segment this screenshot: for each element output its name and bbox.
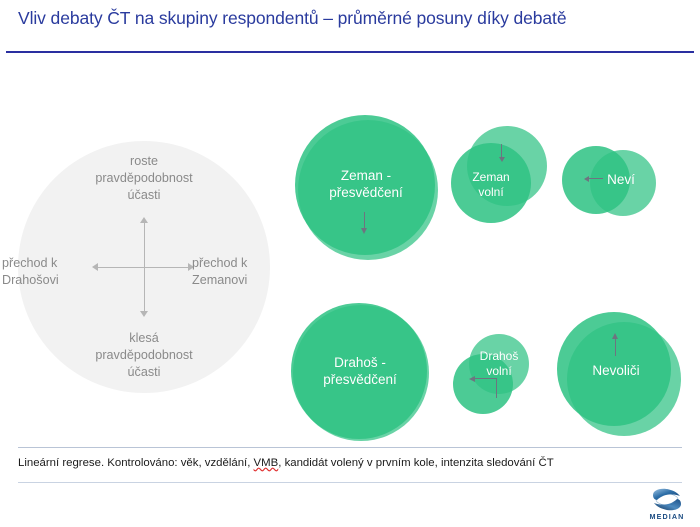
- legend-label-left: přechod k Drahošovi: [2, 256, 59, 287]
- title-divider: [6, 51, 694, 53]
- bubble-group-nevolici[interactable]: Nevoliči: [557, 312, 689, 440]
- bubble-after: [562, 146, 630, 214]
- logo-text: MEDIAN: [649, 512, 685, 521]
- footnote-divider-top: [18, 447, 682, 448]
- footnote: Lineární regrese. Kontrolováno: věk, vzd…: [18, 455, 688, 471]
- bubble-label: Nevoliči: [592, 363, 640, 378]
- bubble-group-zeman-volni[interactable]: Zeman volní: [451, 126, 551, 226]
- bubble-label: Zeman volní: [472, 170, 510, 199]
- legend-label-right: přechod k Zemanovi: [192, 256, 248, 287]
- arrow-down-icon: [140, 311, 148, 317]
- shift-arrow-down: [360, 212, 370, 236]
- shift-arrow-down: [497, 144, 507, 164]
- bubble-label: Drahoš volní: [479, 349, 519, 378]
- legend-quadrant: roste pravděpodobnost účasti klesá pravd…: [2, 141, 270, 393]
- bubble-group-drahos-volni[interactable]: Drahoš volní: [453, 334, 537, 420]
- median-swirl-icon: [653, 488, 681, 511]
- arrow-right-icon: [188, 263, 194, 271]
- legend-label-bottom: klesá pravděpodobnost účasti: [95, 331, 193, 379]
- median-logo: MEDIAN: [645, 487, 689, 523]
- arrow-left-icon: [92, 263, 98, 271]
- bubble-after: [557, 312, 671, 426]
- shift-arrow-elbow-left-down: [469, 376, 501, 404]
- footnote-misspelled-term: VMB: [253, 457, 279, 469]
- footnote-divider-bottom: [18, 482, 682, 483]
- arrow-up-icon: [140, 217, 148, 223]
- legend-horizontal-axis: [96, 266, 192, 268]
- bubble-label: Neví: [607, 172, 635, 187]
- bubble-after: [451, 143, 531, 223]
- bubble-group-drahos-presvedceni[interactable]: Drahoš - přesvědčení: [290, 302, 444, 442]
- footnote-prefix: Lineární regrese. Kontrolováno: věk, vzd…: [18, 457, 254, 469]
- bubble-after: [291, 303, 427, 439]
- title-block: Vliv debaty ČT na skupiny respondentů – …: [18, 6, 668, 31]
- footnote-suffix: , kandidát volený v prvním kole, intenzi…: [278, 457, 554, 469]
- bubble-label: Zeman - přesvědčení: [329, 168, 403, 200]
- bubble-group-nevi[interactable]: Neví: [562, 146, 662, 218]
- shift-arrow-left: [584, 174, 606, 184]
- bubble-after: [453, 354, 513, 414]
- legend-label-top: roste pravděpodobnost účasti: [95, 154, 193, 202]
- page-title: Vliv debaty ČT na skupiny respondentů – …: [18, 8, 567, 28]
- shift-arrow-up: [611, 333, 621, 358]
- bubble-group-zeman-presvedceni[interactable]: Zeman - přesvědčení: [292, 112, 452, 260]
- bubble-label: Drahoš - přesvědčení: [323, 355, 397, 387]
